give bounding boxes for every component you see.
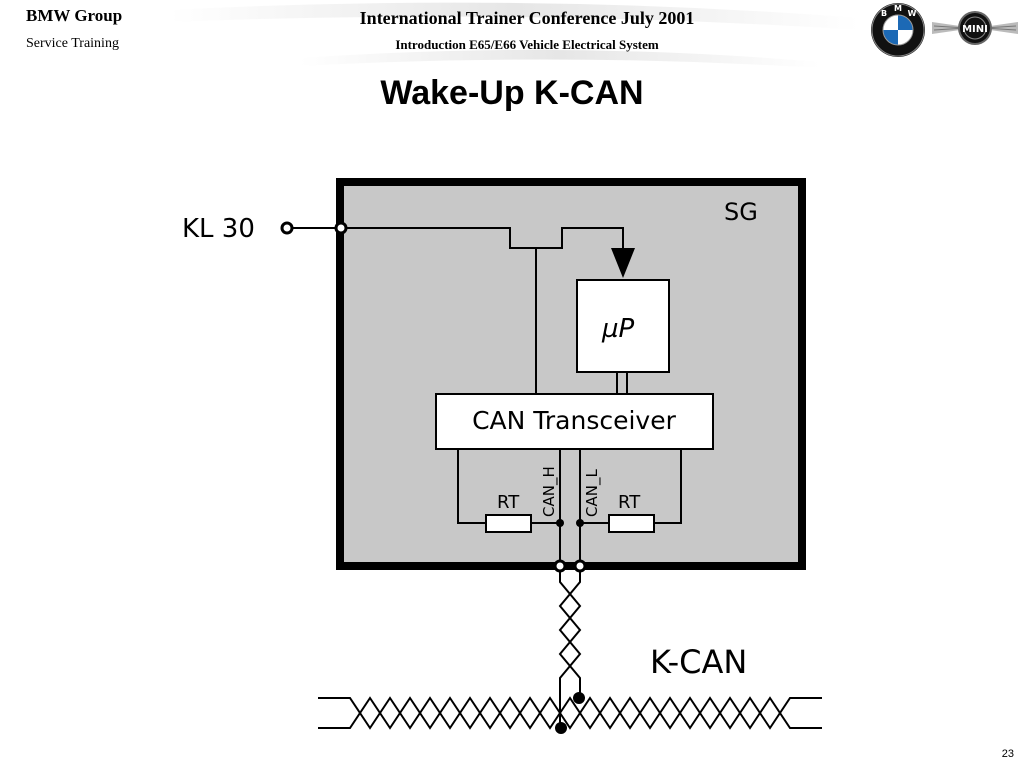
bus-junction-l (573, 692, 585, 704)
bmw-letter-m: M (894, 4, 902, 13)
brand-name: BMW Group (26, 6, 123, 25)
transceiver-label: CAN Transceiver (472, 406, 677, 435)
can-h-terminal (553, 559, 567, 573)
bmw-logo: B M W (871, 3, 925, 57)
header-background (170, 2, 860, 68)
conference-title: International Trainer Conference July 20… (359, 8, 695, 28)
bmw-letter-b: B (881, 9, 887, 18)
kl30-terminal (280, 221, 294, 235)
mini-logo: MINI (932, 11, 1018, 45)
bus-wire-a (318, 696, 822, 730)
resistor-left-label: RT (497, 492, 520, 513)
resistor-left (485, 514, 532, 533)
bus-junction-h (555, 722, 567, 734)
resistor-right-label: RT (618, 492, 641, 513)
can-l-label: CAN_L (583, 469, 602, 517)
microprocessor-box (576, 279, 670, 373)
can-transceiver-box (435, 393, 714, 450)
mini-logo-text: MINI (962, 24, 988, 35)
can-h-label: CAN_H (540, 466, 559, 517)
entry-terminal (334, 221, 348, 235)
can-l-terminal (573, 559, 587, 573)
unit-label: SG (724, 198, 758, 226)
bus-wire-b (318, 696, 822, 730)
brand-subtitle: Service Training (26, 36, 119, 51)
microprocessor-label: µP (601, 314, 635, 344)
stub-twisted-pair (558, 571, 582, 728)
slide-title: Wake-Up K-CAN (380, 74, 644, 112)
topic-title: Introduction E65/E66 Vehicle Electrical … (395, 37, 659, 52)
bus-label: K-CAN (650, 643, 747, 681)
bmw-letter-w: W (908, 9, 917, 18)
kl30-label: KL 30 (182, 214, 255, 244)
page-number: 23 (1001, 748, 1014, 760)
control-unit-box (336, 178, 806, 570)
supply-arrow (611, 248, 635, 278)
resistor-right (608, 514, 655, 533)
